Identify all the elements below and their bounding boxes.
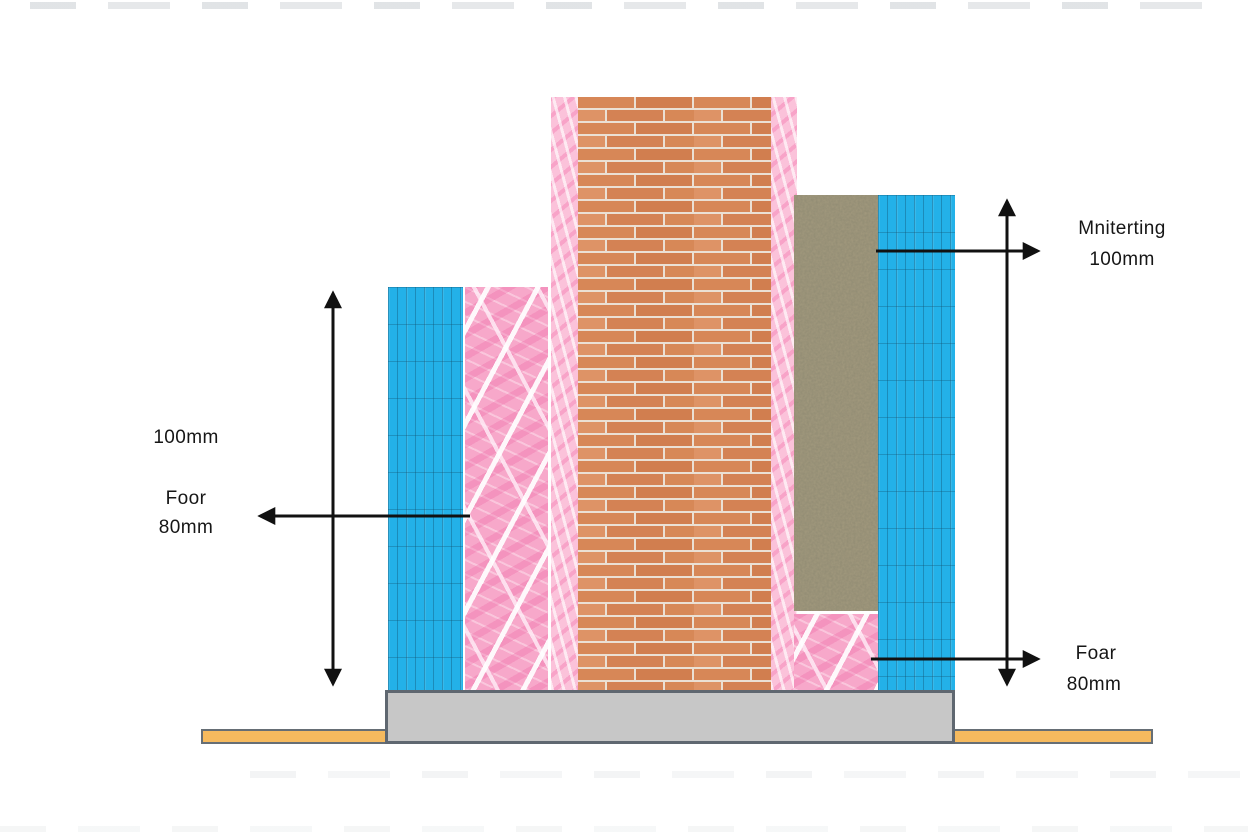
mortar-render-layer	[794, 195, 878, 611]
top-edge-artifact	[30, 2, 1220, 9]
foam-insulation-left	[465, 287, 548, 690]
left-layer-size-label: 80mm	[158, 517, 214, 538]
right-top-layer-name-label: Mniterting	[1078, 218, 1166, 239]
bottom-edge-artifact-2	[0, 826, 1248, 832]
bottom-edge-artifact-1	[250, 771, 1240, 778]
right-bottom-layer-name-label: Foar	[1075, 643, 1117, 664]
brick-wall	[578, 97, 771, 690]
blue-board-right	[878, 195, 955, 690]
concrete-footing	[385, 690, 955, 744]
mortar-texture	[794, 195, 878, 611]
ground-bar-left	[201, 729, 388, 744]
right-bottom-layer-size-label: 80mm	[1066, 674, 1122, 695]
blue-board-left	[388, 287, 463, 690]
brick-texture	[578, 97, 771, 690]
right-top-layer-size-label: 100mm	[1089, 249, 1155, 270]
pink-strip-left	[551, 97, 578, 690]
pink-strip-right	[771, 97, 797, 690]
left-height-label: 100mm	[153, 427, 219, 448]
left-layer-name-label: Foor	[165, 488, 207, 509]
foam-insulation-bottom-right	[794, 614, 878, 690]
ground-bar-right	[953, 729, 1153, 744]
